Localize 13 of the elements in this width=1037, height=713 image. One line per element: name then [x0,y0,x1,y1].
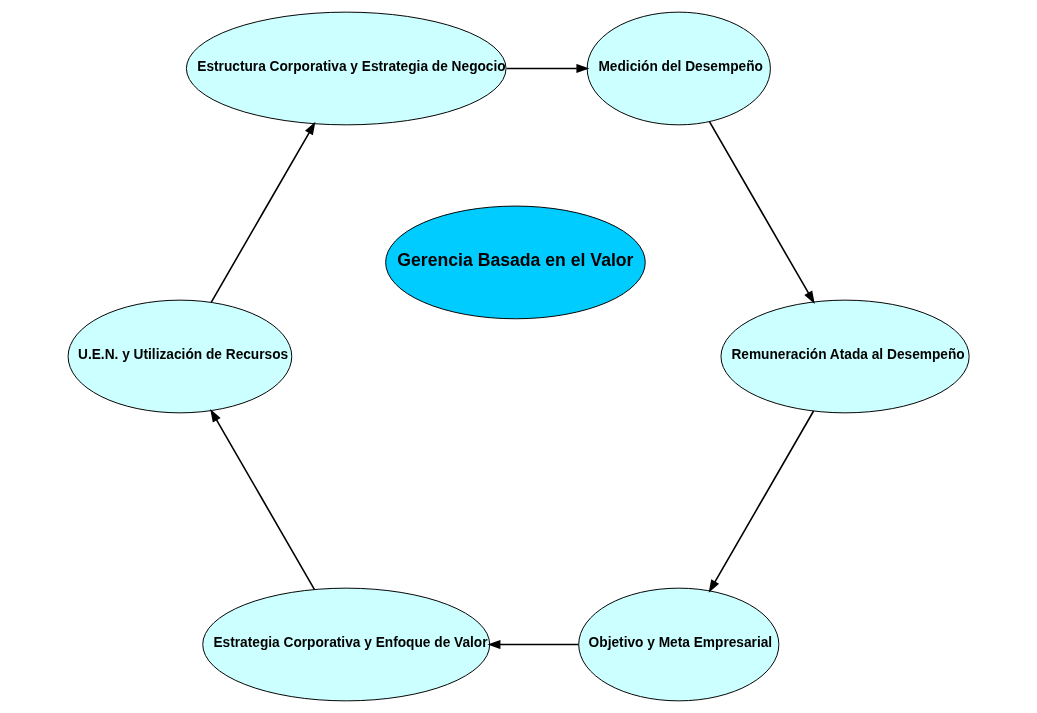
node-ellipse: U.E.N. y Utilización de Recursos [67,299,293,414]
node-ellipse: Estructura Corporativa y Estrategia de Negocio [185,11,507,126]
node-ellipse: Remuneración Atada al Desempeño [720,299,970,414]
arrow [210,408,316,591]
arrow [487,639,580,650]
arrow [210,121,316,304]
node-ellipse: Objetivo y Meta Empresarial [578,587,780,702]
arrow [708,120,815,304]
node-ellipse: Gerencia Basada en el Valor [385,205,646,320]
arrow [505,63,590,74]
node-ellipse: Estrategia Corporativa y Enfoque de Valor [202,587,491,702]
node-ellipse: Medición del Desempeño [586,11,771,126]
arrow [708,410,815,593]
